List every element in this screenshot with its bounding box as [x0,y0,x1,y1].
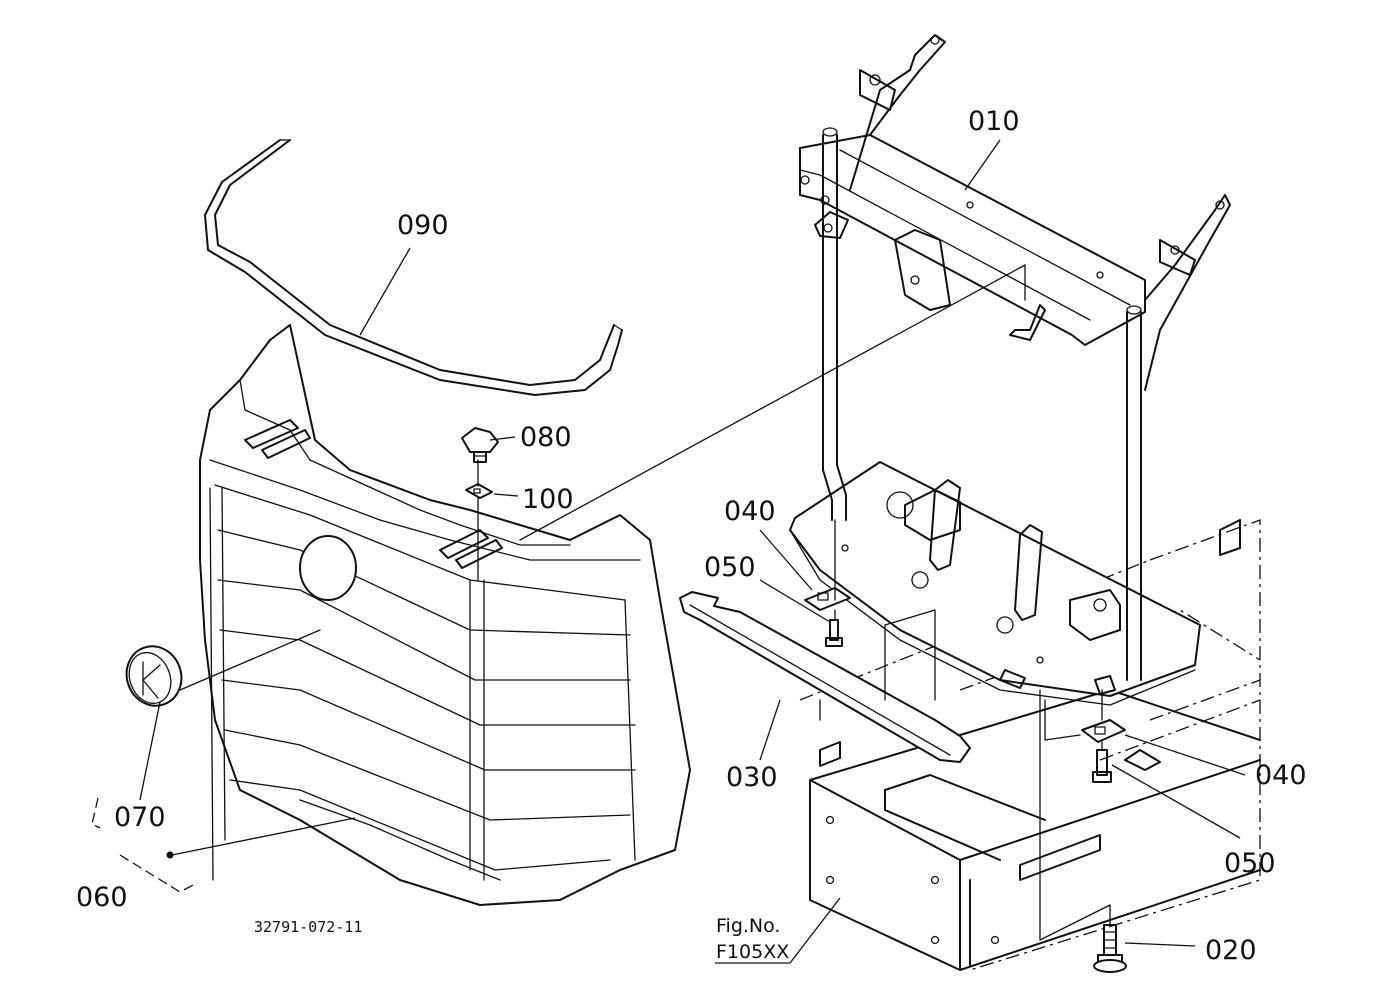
label-030: 030 [726,762,778,793]
part-050-bolt-upper[interactable] [825,619,843,647]
part-020-bolt[interactable] [1093,924,1127,973]
part-040-washer-upper[interactable] [804,587,851,611]
drawing-number: 32791-072-11 [254,918,362,936]
part-100-clip[interactable] [465,483,493,499]
part-090-trim[interactable] [204,139,623,396]
leader-lines [91,139,1246,964]
part-040-washer-lower[interactable] [1081,719,1126,743]
label-040-upper: 040 [724,496,776,527]
front-grille[interactable] [199,324,691,906]
part-030-weight[interactable] [679,591,971,763]
part-080-knob[interactable] [461,427,499,463]
part-labels: 010 090 080 100 040 050 030 040 050 070 … [76,106,1307,966]
part-010-frame[interactable] [799,34,1231,681]
label-080: 080 [520,422,572,453]
label-100: 100 [522,484,574,515]
part-070-emblem[interactable] [118,639,189,714]
label-050-lower: 050 [1224,848,1276,879]
label-070: 070 [114,802,166,833]
label-040-lower: 040 [1255,760,1307,791]
label-060: 060 [76,882,128,913]
label-090: 090 [397,210,449,241]
label-050-upper: 050 [704,552,756,583]
assembly-lines [179,264,1111,941]
mounting-plate[interactable] [789,461,1201,706]
label-020: 020 [1205,935,1257,966]
fig-ref-line2: F105XX [716,941,789,963]
fig-ref-line1: Fig.No. [716,915,780,937]
label-010: 010 [968,106,1020,137]
part-050-bolt-lower[interactable] [1092,749,1112,783]
